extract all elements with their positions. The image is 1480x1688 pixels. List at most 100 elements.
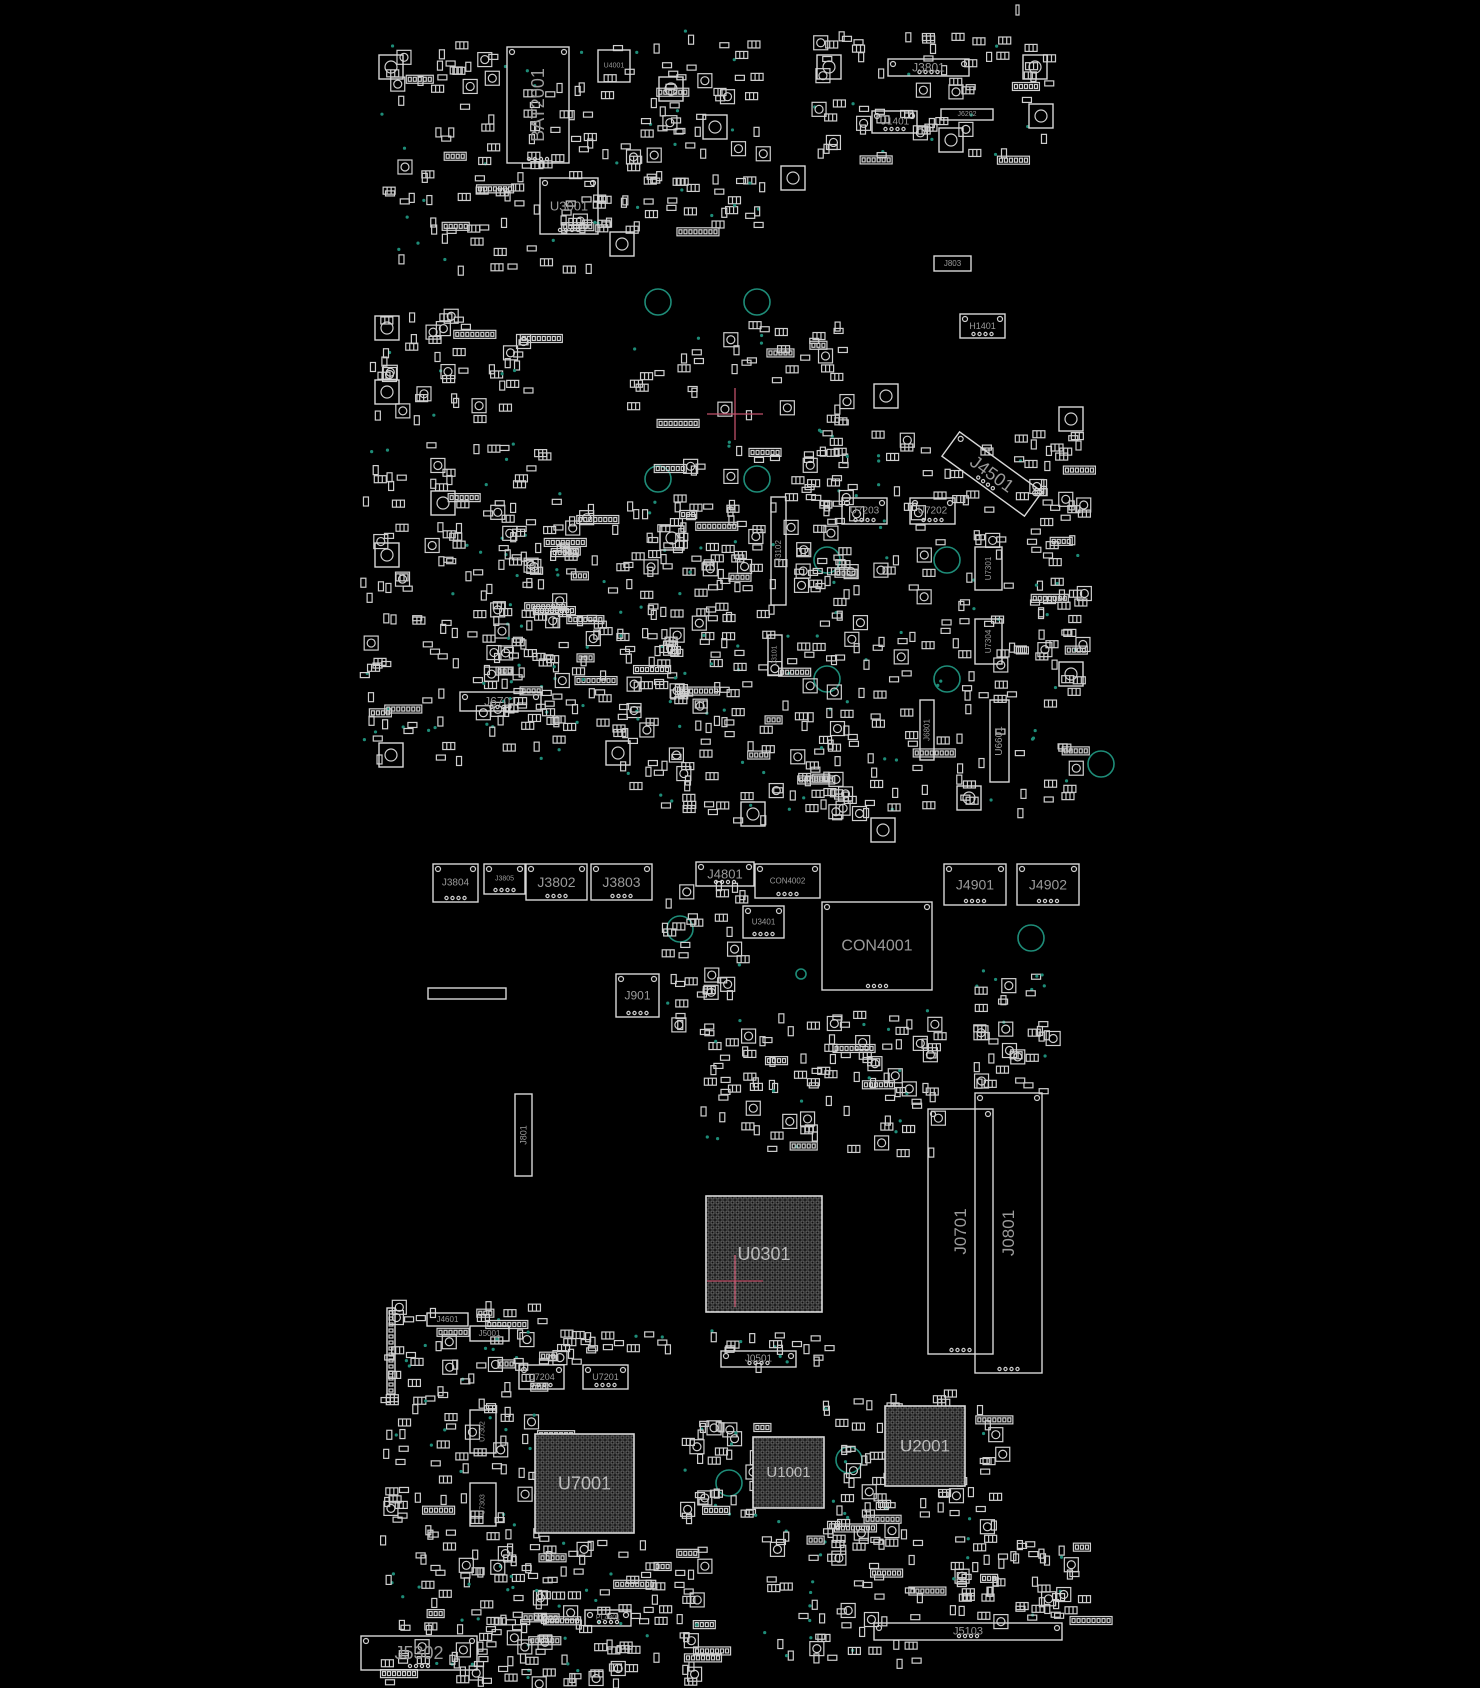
passive-component <box>635 205 640 209</box>
passive-component <box>785 1360 789 1364</box>
component-u7001[interactable]: U7001 <box>534 1433 635 1534</box>
passive-component <box>483 1346 488 1350</box>
component-h1401[interactable]: H1401 <box>959 313 1006 339</box>
passive-component <box>915 524 926 531</box>
passive-component <box>1040 973 1044 977</box>
component-con4001[interactable]: CON4001 <box>821 901 933 991</box>
component-u7204[interactable]: U7204 <box>518 1364 565 1390</box>
component-j4601[interactable]: J4601 <box>426 1312 469 1327</box>
component-j801[interactable]: J801 <box>514 1093 533 1177</box>
passive-component <box>600 91 615 100</box>
component-j4902[interactable]: J4902 <box>1016 863 1080 906</box>
passive-component <box>379 1535 387 1546</box>
component-u0301[interactable]: U0301 <box>705 1195 823 1313</box>
mount-pin <box>516 865 524 873</box>
component-j0501[interactable]: J0501 <box>720 1350 797 1368</box>
passive-component <box>517 1486 533 1502</box>
component-u7301[interactable]: U7301 <box>974 546 1003 591</box>
component-u7203[interactable]: U7203 <box>841 497 888 525</box>
passive-component <box>429 1443 433 1447</box>
test-pad <box>374 379 400 405</box>
component-j3804[interactable]: J3804 <box>432 863 479 903</box>
component-u7302[interactable]: U7302 <box>469 1409 497 1454</box>
passive-component <box>683 207 698 216</box>
component-j3803[interactable]: J3803 <box>590 863 653 901</box>
passive-component <box>578 82 585 93</box>
component-j6701[interactable]: J6701 <box>459 691 542 712</box>
passive-component <box>537 1318 548 1325</box>
component-label: U7201 <box>592 1372 619 1382</box>
passive-component <box>721 638 728 649</box>
component-con4002[interactable]: CON4002 <box>754 863 821 899</box>
component-j4901[interactable]: J4901 <box>943 863 1007 906</box>
component-u1401[interactable]: U1401 <box>871 110 918 134</box>
passive-component <box>443 556 454 563</box>
component-j4501[interactable]: J4501 <box>940 430 1044 518</box>
passive-component <box>944 468 951 479</box>
component-u4001[interactable]: U4001 <box>597 49 631 83</box>
passive-component <box>487 143 501 152</box>
component-j5001[interactable]: J5001 <box>469 1325 510 1342</box>
component-u7304[interactable]: U7304 <box>974 618 1003 665</box>
component-u7202[interactable]: U7202 <box>909 497 956 525</box>
passive-component <box>1030 528 1041 535</box>
pin <box>939 517 944 523</box>
component-j901[interactable]: J901 <box>615 973 660 1018</box>
component-j3802[interactable]: J3802 <box>525 863 588 901</box>
component-u7303[interactable]: U7303 <box>469 1482 497 1527</box>
component-pl4801[interactable]: PL4801 <box>584 1609 632 1627</box>
passive-component <box>499 380 506 391</box>
passive-component <box>997 998 1009 1005</box>
passive-component <box>373 730 378 734</box>
passive-component <box>627 1645 641 1654</box>
passive-component <box>632 664 672 675</box>
passive-component <box>1068 760 1084 776</box>
component-outline <box>821 901 933 991</box>
passive-component <box>1015 492 1030 501</box>
passive-component <box>498 1665 509 1673</box>
component-u1001[interactable]: U1001 <box>752 1436 825 1509</box>
component-bat2001[interactable]: BAT2001 <box>506 46 570 164</box>
component-u7201[interactable]: U7201 <box>582 1364 629 1390</box>
passive-component <box>627 163 641 172</box>
passive-component <box>539 258 554 267</box>
passive-component <box>558 492 562 496</box>
passive-component <box>629 379 644 388</box>
passive-component <box>800 1053 807 1064</box>
passive-component <box>390 76 406 92</box>
component-j3102[interactable]: J3102 <box>770 496 787 606</box>
passive-component <box>559 542 570 549</box>
component-j4801[interactable]: J4801 <box>695 861 755 887</box>
passive-component <box>811 101 827 117</box>
passive-component <box>1042 54 1057 63</box>
passive-component <box>705 722 712 734</box>
passive-component <box>794 712 809 721</box>
component-u2001[interactable]: U2001 <box>884 1405 966 1487</box>
passive-component <box>538 1553 567 1563</box>
component-j5302[interactable]: J5302 <box>360 1635 478 1671</box>
component-j3805[interactable]: J3805 <box>483 863 526 895</box>
component-u3401[interactable]: U3401 <box>742 905 785 939</box>
component-j0801[interactable]: J0801 <box>974 1092 1043 1374</box>
top-marker <box>1015 4 1020 16</box>
component-j803[interactable]: J803 <box>933 255 972 272</box>
passive-component <box>686 183 700 193</box>
passive-component <box>587 503 595 515</box>
component-j5103[interactable]: J5103 <box>873 1622 1063 1641</box>
component-j6801[interactable]: J6801 <box>919 699 935 761</box>
passive-component <box>829 437 843 446</box>
component-j3801[interactable]: J3801 <box>887 58 970 77</box>
component-u6601[interactable]: U6601 <box>989 699 1010 783</box>
passive-component <box>657 659 671 668</box>
passive-component <box>1038 1597 1045 1608</box>
component-j6202[interactable]: J6202 <box>940 108 994 121</box>
component-j0701[interactable]: J0701 <box>927 1108 994 1355</box>
passive-component <box>374 410 381 421</box>
passive-component <box>979 1457 990 1465</box>
component-j3101[interactable]: J3101 <box>767 634 783 676</box>
passive-component <box>591 555 598 566</box>
component-u3001[interactable]: U3001 <box>539 177 599 235</box>
test-pad <box>1058 661 1084 687</box>
mounting-hole <box>1017 924 1045 952</box>
